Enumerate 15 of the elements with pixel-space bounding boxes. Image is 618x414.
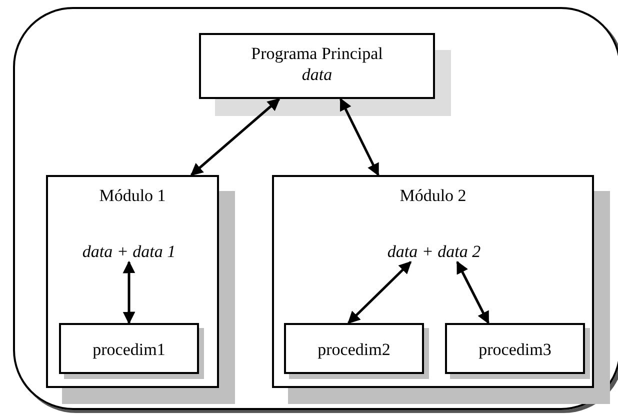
double-arrow [348, 261, 412, 324]
rounded-frame [13, 7, 618, 410]
box-title: Módulo 1 [98, 185, 167, 206]
double-arrow [190, 98, 280, 176]
double-arrow [339, 98, 380, 176]
box-title: Módulo 2 [398, 185, 468, 206]
data-label: data + data 1 [82, 241, 176, 262]
double-arrow [122, 260, 136, 324]
data-label: data + data 2 [387, 241, 481, 262]
box-title: procedim2 [316, 339, 392, 360]
double-arrow [456, 260, 490, 324]
box-title: procedim3 [478, 339, 552, 360]
box-title: Programa Principal [250, 43, 384, 64]
data-label: data [300, 64, 334, 85]
box-title: procedim1 [92, 339, 166, 360]
